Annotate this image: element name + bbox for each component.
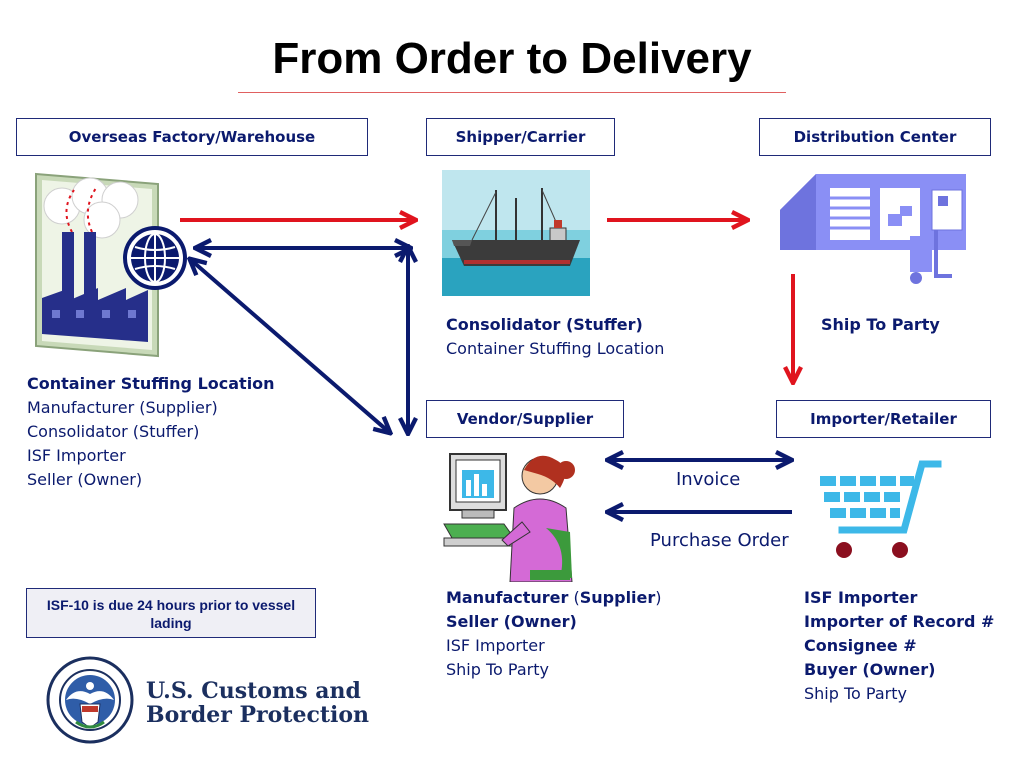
importer-role-2: Importer of Record # bbox=[804, 612, 995, 631]
factory-role-4: Seller (Owner) bbox=[27, 470, 143, 489]
purchase-order-label: Purchase Order bbox=[650, 530, 789, 551]
importer-role-3: Consignee # bbox=[804, 636, 917, 655]
factory-role-1: Manufacturer (Supplier) bbox=[27, 398, 218, 417]
factory-icon bbox=[35, 172, 159, 358]
importer-roles: ISF Importer Importer of Record # Consig… bbox=[804, 586, 994, 706]
factory-role-3: ISF Importer bbox=[27, 446, 126, 465]
vendor-line-manufacturer: Manufacturer (Supplier) bbox=[446, 586, 662, 610]
shipper-roles: Consolidator (Stuffer) Container Stuffin… bbox=[446, 313, 664, 361]
vendor-isf: ISF Importer bbox=[446, 636, 545, 655]
importer-role-1: ISF Importer bbox=[804, 588, 918, 607]
importer-role-5: Ship To Party bbox=[804, 684, 907, 703]
distribution-warehouse-icon bbox=[780, 174, 966, 284]
dhs-seal-logo bbox=[46, 656, 134, 744]
box-shipper-carrier: Shipper/Carrier bbox=[426, 118, 615, 156]
title-divider bbox=[238, 92, 786, 93]
distribution-role: Ship To Party bbox=[821, 315, 940, 334]
vendor-manufacturer: Manufacturer bbox=[446, 588, 569, 607]
shipper-heading: Consolidator (Stuffer) bbox=[446, 315, 643, 334]
vendor-ship: Ship To Party bbox=[446, 660, 549, 679]
shipper-role: Container Stuffing Location bbox=[446, 339, 665, 358]
box-distribution-center: Distribution Center bbox=[759, 118, 991, 156]
vendor-seller: Seller (Owner) bbox=[446, 612, 577, 631]
factory-heading: Container Stuffing Location bbox=[27, 374, 275, 393]
cbp-wordmark-line2: Border Protection bbox=[146, 702, 370, 728]
importer-role-4: Buyer (Owner) bbox=[804, 660, 936, 679]
arrow-factory-vendor-link bbox=[191, 260, 389, 432]
vendor-paren-close: ) bbox=[655, 588, 662, 607]
factory-role-2: Consolidator (Stuffer) bbox=[27, 422, 200, 441]
page-title: From Order to Delivery bbox=[272, 34, 752, 83]
cargo-ship-icon bbox=[442, 170, 590, 296]
vendor-paren-open: ( bbox=[568, 588, 580, 607]
vendor-supplier: Supplier bbox=[579, 588, 656, 607]
box-overseas-factory: Overseas Factory/Warehouse bbox=[16, 118, 368, 156]
shopping-cart-icon bbox=[820, 460, 942, 558]
globe-icon bbox=[123, 226, 187, 290]
vendor-computer-user-icon bbox=[443, 453, 575, 582]
cbp-wordmark-line1: U.S. Customs and bbox=[146, 678, 361, 704]
vendor-roles: Manufacturer (Supplier) Seller (Owner) I… bbox=[446, 586, 662, 682]
factory-roles: Container Stuffing Location Manufacturer… bbox=[27, 372, 275, 492]
box-importer-retailer: Importer/Retailer bbox=[776, 400, 991, 438]
isf-deadline-note: ISF-10 is due 24 hours prior to vessel l… bbox=[26, 588, 316, 638]
box-vendor-supplier: Vendor/Supplier bbox=[426, 400, 624, 438]
invoice-label: Invoice bbox=[676, 469, 741, 490]
